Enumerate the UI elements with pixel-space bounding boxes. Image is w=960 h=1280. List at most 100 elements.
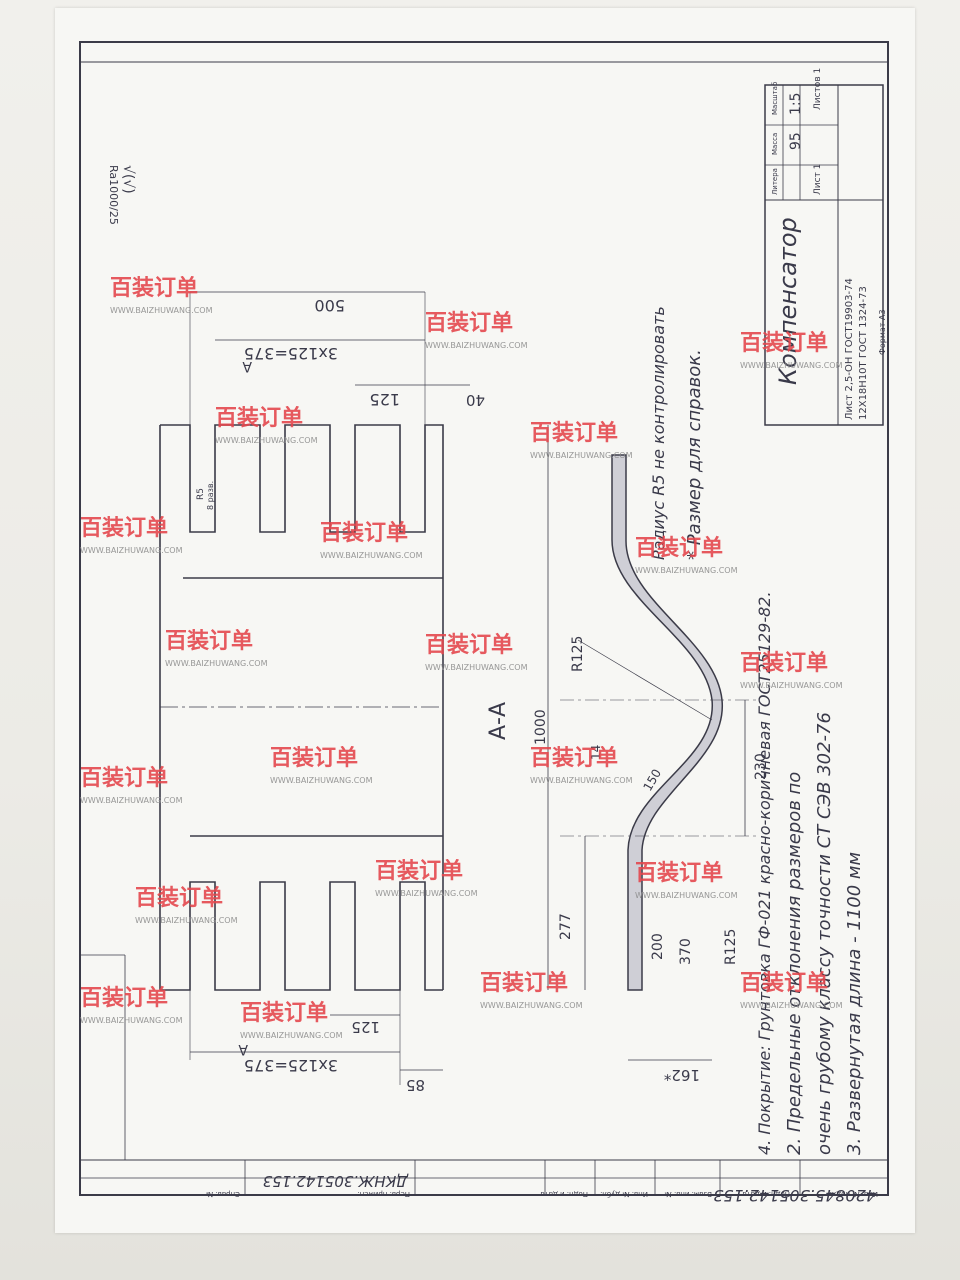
watermark-logo: 百装订单 [425, 633, 513, 658]
section-mark-bot: А [238, 1041, 248, 1057]
drawing-sheet [55, 8, 915, 1233]
dim-277: 277 [558, 913, 574, 940]
watermark-logo: 百装订单 [530, 421, 618, 446]
dim-3x125-top: 3х125=375 [244, 344, 338, 363]
watermark-url: WWW.BAIZHUWANG.COM [80, 546, 183, 555]
roughness-symbol: √(√) [120, 165, 136, 194]
plan-view-top: 500 3х125=375 125 40 А R5 8 разв. 3х125=… [159, 291, 511, 1094]
watermark-url: WWW.BAIZHUWANG.COM [425, 663, 528, 672]
roughness-label: Ra1000/25 [107, 165, 120, 225]
note-4: 3. Развернутая длина - 1100 мм [844, 852, 865, 1155]
watermark-logo: 百装订单 [480, 971, 568, 996]
section-label: А-А [486, 702, 511, 740]
section-mark-top: А [242, 358, 252, 374]
watermark-url: WWW.BAIZHUWANG.COM [375, 889, 478, 898]
note-1: 4. Покрытие: Грунтовка ГФ-021 красно-кор… [755, 591, 774, 1155]
bottom-stamp: 420845.305142.153 ДКНЖ.305142.153 Инв. №… [79, 1159, 889, 1205]
dim-162: 162* [663, 1066, 700, 1084]
sheet-number: Лист 1 [813, 164, 823, 195]
section-profile: 1000 230 R125 R125 150 14 277 200 370 16… [533, 425, 769, 1084]
sheets-count: Листов 1 [813, 68, 823, 110]
watermark-url: WWW.BAIZHUWANG.COM [635, 566, 738, 575]
head-massa: Масса [771, 133, 779, 155]
watermark-url: WWW.BAIZHUWANG.COM [530, 776, 633, 785]
watermark-logo: 百装订单 [635, 861, 723, 886]
scale-value: 1:5 [788, 92, 804, 115]
dim-r125-a: R125 [570, 636, 586, 672]
watermark-url: WWW.BAIZHUWANG.COM [80, 796, 183, 805]
watermark-logo: 百装订单 [635, 536, 723, 561]
stamp-col-2: Подп. и дата [742, 1190, 790, 1198]
watermark-url: WWW.BAIZHUWANG.COM [740, 361, 843, 370]
watermark-logo: 百装订单 [425, 311, 513, 336]
watermark-logo: 百装订单 [740, 651, 828, 676]
title-block: Компенсатор Лист 2,5-ОН ГОСТ19903-74 12Х… [764, 68, 887, 426]
watermark-url: WWW.BAIZHUWANG.COM [80, 1016, 183, 1025]
watermark-logo: 百装订单 [375, 859, 463, 884]
dim-r5-note: 8 разв. [206, 481, 215, 510]
watermark-url: WWW.BAIZHUWANG.COM [215, 436, 318, 445]
watermark-url: WWW.BAIZHUWANG.COM [425, 341, 528, 350]
head-litera: Литера [771, 168, 779, 195]
dim-230: 230 [753, 753, 769, 780]
dim-85: 85 [406, 1076, 425, 1094]
watermark-url: WWW.BAIZHUWANG.COM [740, 1001, 843, 1010]
watermark-logo: 百装订单 [110, 276, 198, 301]
stamp-left-1: Перв. примен. [357, 1190, 410, 1198]
watermark-logo: 百装订单 [80, 516, 168, 541]
dim-r125-b: R125 [723, 929, 739, 965]
dim-125-bot: 125 [351, 1018, 380, 1036]
watermark-url: WWW.BAIZHUWANG.COM [135, 916, 238, 925]
watermark-url: WWW.BAIZHUWANG.COM [110, 306, 213, 315]
watermark-logo: 百装订单 [215, 406, 303, 431]
stamp-left-2: Справ. № [206, 1190, 240, 1198]
dim-200: 200 [650, 933, 666, 960]
stamp-designation: ДКНЖ.305142.153 [263, 1172, 409, 1190]
dim-r5: R5 [196, 488, 206, 500]
stamp-col-3: Взам. инв. № [664, 1190, 712, 1198]
dim-14: 14 [589, 745, 603, 760]
watermark-logo: 百装订单 [165, 629, 253, 654]
watermark-logo: 百装订单 [80, 986, 168, 1011]
stamp-col-1: Инв. № подл. [830, 1190, 878, 1198]
head-masshtab: Масштаб [771, 82, 779, 115]
stamp-col-4: Инв. № дубл. [600, 1190, 648, 1198]
watermark-url: WWW.BAIZHUWANG.COM [320, 551, 423, 560]
stamp-col-5: Подп. и дата [540, 1190, 588, 1198]
watermark-layer: 百装订单 WWW.BAIZHUWANG.COM 百装订单 WWW.BAIZHUWAN… [80, 276, 843, 1040]
watermark-logo: 百装订单 [240, 1001, 328, 1026]
watermark-logo: 百装订单 [80, 766, 168, 791]
dim-370: 370 [678, 938, 694, 965]
watermark-logo: 百装订单 [320, 521, 408, 546]
format-label: Формат А3 [878, 309, 887, 355]
dim-500: 500 [314, 296, 345, 315]
watermark-logo: 百装订单 [530, 746, 618, 771]
dim-1000: 1000 [533, 709, 549, 745]
dim-125-top: 125 [369, 390, 400, 409]
watermark-url: WWW.BAIZHUWANG.COM [165, 659, 268, 668]
watermark-url: WWW.BAIZHUWANG.COM [530, 451, 633, 460]
watermark-logo: 百装订单 [740, 331, 828, 356]
watermark-logo: 百装订单 [740, 971, 828, 996]
designation-text: 420845.305142.153 [713, 1186, 876, 1205]
watermark-url: WWW.BAIZHUWANG.COM [635, 891, 738, 900]
material-1: Лист 2,5-ОН ГОСТ19903-74 [844, 278, 855, 420]
note-reference: * Размер для справок. [684, 349, 705, 560]
watermark-url: WWW.BAIZHUWANG.COM [740, 681, 843, 690]
note-2: 2. Предельные отклонения размеров по [784, 772, 805, 1155]
watermark-url: WWW.BAIZHUWANG.COM [270, 776, 373, 785]
note-radius: Радиус R5 не контролировать [649, 306, 668, 560]
notes-block: Радиус R5 не контролировать * Размер для… [649, 306, 865, 1155]
watermark-url: WWW.BAIZHUWANG.COM [240, 1031, 343, 1040]
watermark-logo: 百装订单 [135, 886, 223, 911]
note-3: очень грубому классу точности СТ СЭВ 302… [814, 712, 835, 1155]
title-text: Компенсатор [774, 217, 802, 385]
watermark-url: WWW.BAIZHUWANG.COM [480, 1001, 583, 1010]
dim-40: 40 [466, 391, 485, 409]
dim-3x125-bot: 3х125=375 [244, 1056, 338, 1075]
material-2: 12Х18Н10Т ГОСТ 1324-73 [858, 286, 869, 420]
watermark-logo: 百装订单 [270, 746, 358, 771]
qty-value: 95 [788, 132, 804, 150]
